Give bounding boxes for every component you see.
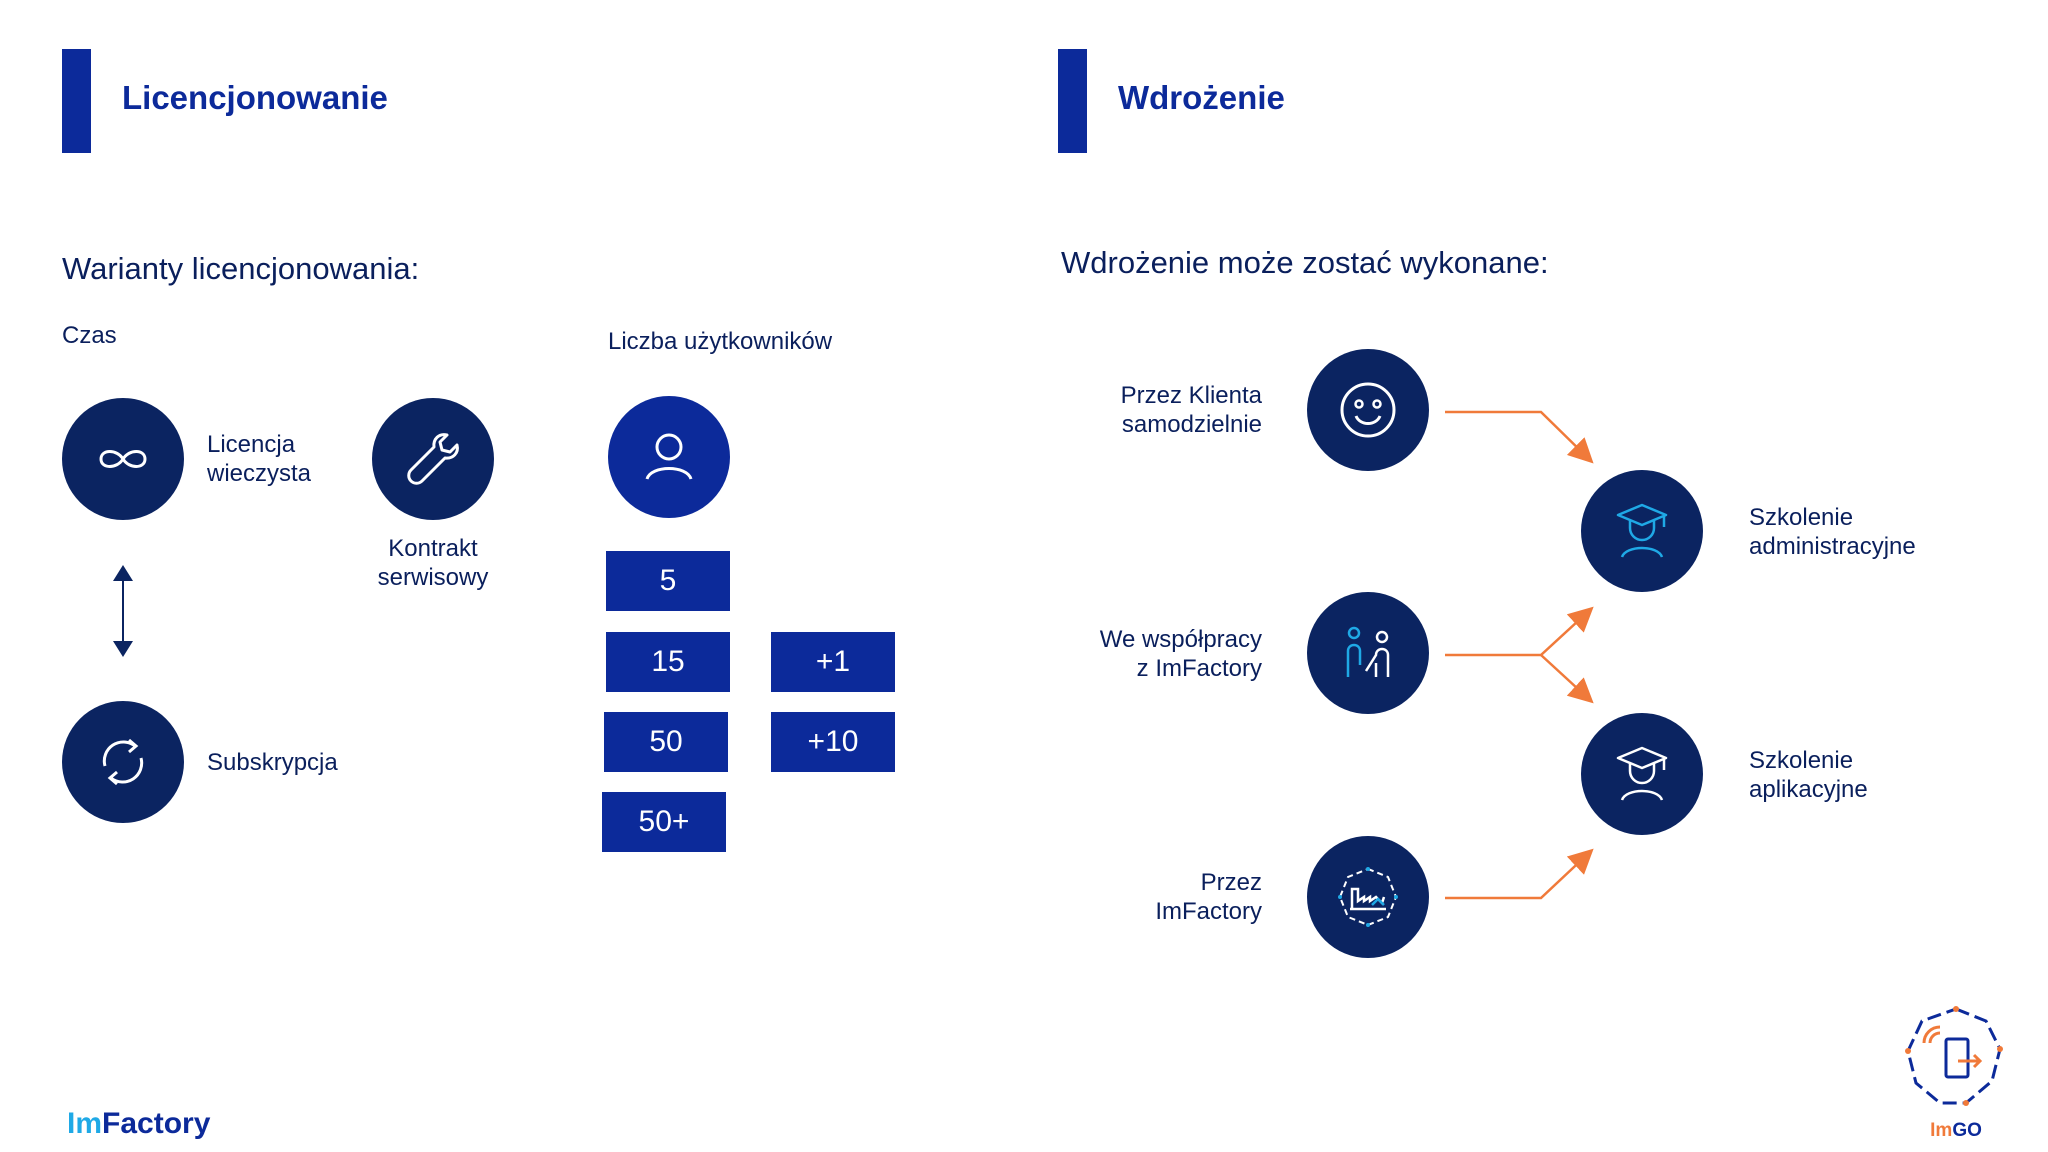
arrow-imfactory-to-app [1445,848,1594,900]
imgo-logo: ImGO [1900,1003,2012,1143]
user-count-15: 15 [606,632,730,692]
user-icon [645,433,693,480]
by-imfactory-circle [1307,836,1429,958]
graduate-cap-icon [1616,746,1668,801]
imgo-logo-icon [1905,1006,2003,1106]
admin-training-label: Szkolenie administracyjne [1749,504,1916,560]
user-count-50: 50 [604,712,728,772]
infinity-icon [99,450,147,468]
user-count-50-plus: 50+ [602,792,726,852]
two-people-icon [1346,626,1390,677]
perpetual-license-label: Licencja wieczysta [207,431,312,487]
time-heading: Czas [62,322,117,349]
subscription-circle [62,701,184,823]
licensing-subtitle: Warianty licencjonowania: [62,251,420,286]
app-training-circle [1581,713,1703,835]
cooperation-label: We współpracy z ImFactory [1099,626,1262,682]
by-imfactory-label: Przez ImFactory [1155,869,1262,925]
imfactory-logo: ImFactory [67,1107,211,1140]
user-count-5: 5 [606,551,730,611]
deployment-title: Wdrożenie [1118,79,1285,116]
by-client-circle [1307,349,1429,471]
right-accent-bar [1058,49,1087,153]
double-arrow-icon [113,565,133,657]
subscription-label: Subskrypcja [207,749,338,776]
left-accent-bar [62,49,91,153]
factory-octagon-icon [1338,867,1398,927]
wrench-icon [407,433,459,485]
user-circle [608,396,730,518]
admin-training-circle [1581,470,1703,592]
arrow-client-to-admin [1445,410,1594,464]
user-increment-10: +10 [771,712,895,772]
cooperation-circle [1307,592,1429,714]
service-contract-circle [372,398,494,520]
by-client-label: Przez Klienta samodzielnie [1120,382,1262,438]
app-training-label: Szkolenie aplikacyjne [1749,747,1868,803]
arrow-coop-to-app [1540,654,1594,704]
user-increment-1: +1 [771,632,895,692]
users-heading: Liczba użytkowników [608,328,833,355]
licensing-title: Licencjonowanie [122,79,388,116]
deployment-subtitle: Wdrożenie może zostać wykonane: [1061,245,1549,280]
service-contract-label: Kontrakt serwisowy [377,535,489,591]
perpetual-license-circle [62,398,184,520]
arrow-coop-to-admin [1445,606,1594,657]
graduate-cap-icon [1616,503,1668,558]
refresh-icon [102,738,144,786]
smiley-icon [1340,382,1396,438]
